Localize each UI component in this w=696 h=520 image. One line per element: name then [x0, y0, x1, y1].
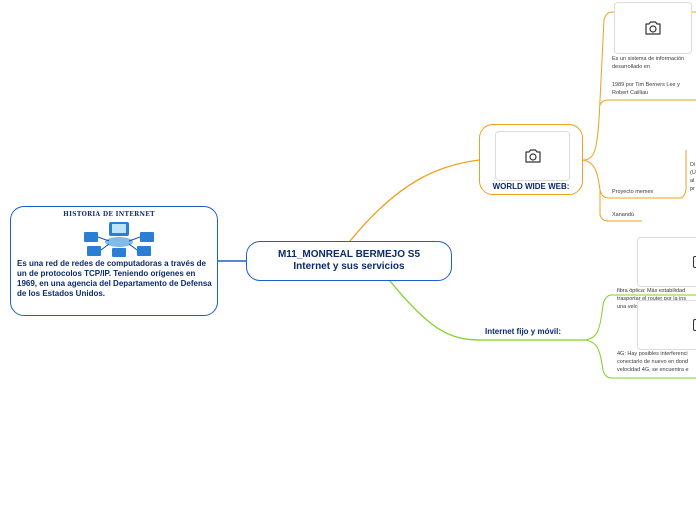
internet-fixed-mobile-label[interactable]: Internet fijo y móvil: [485, 327, 562, 336]
central-title-line1: M11_MONREAL BERMEJO S5 [277, 249, 421, 260]
memex-clipped-line-4: pr [690, 186, 695, 192]
internet-history-node[interactable]: HISTORIA DE INTERNET Es una red de redes… [10, 206, 218, 316]
image-placeholder [637, 300, 696, 350]
www-node[interactable]: WORLD WIDE WEB: [479, 124, 583, 195]
www-item-2: 1989 por Tim Berners Lee y Robert Cailli… [612, 82, 680, 96]
image-placeholder [614, 2, 692, 54]
memex-clipped-line-3: al [690, 178, 695, 184]
fibra-line-2: trasportar el router por la ins [617, 296, 687, 302]
history-description: Es una red de redes de computadoras a tr… [17, 259, 212, 298]
camera-icon [693, 256, 696, 268]
www-item-xanandu: Xanandú [612, 212, 635, 218]
central-topic[interactable]: M11_MONREAL BERMEJO S5 Internet y sus se… [246, 241, 452, 281]
movil-line-3: velocidad 4G, se encuentra e [617, 367, 689, 373]
connector-www-branches [582, 11, 696, 161]
fibra-line-1: fibra óptica: Más estabilidad [617, 288, 686, 294]
connector-www-item2 [599, 99, 696, 106]
network-diagram-image [84, 222, 154, 257]
camera-icon [693, 319, 696, 331]
camera-icon [525, 149, 541, 163]
connector-www [349, 159, 480, 242]
www-label: WORLD WIDE WEB: [492, 182, 570, 191]
movil-line-1: 4G: Hay posibles interferenci [617, 351, 688, 357]
history-image-title: HISTORIA DE INTERNET [63, 211, 155, 218]
connector-internet [389, 280, 481, 341]
camera-icon [645, 21, 661, 35]
central-title-line2: Internet y sus servicios [293, 261, 405, 272]
www-item-memex: Proyecto memex [612, 189, 654, 195]
movil-line-2: conectarlo de nuevo en dond [617, 359, 688, 365]
connector-movil [584, 339, 696, 379]
image-placeholder [495, 131, 570, 181]
connector-fibra [584, 294, 696, 341]
www-item-1: Es un sistema de información desarrollad… [612, 56, 685, 70]
image-placeholder [637, 237, 696, 287]
memex-clipped-line-2: (U [690, 170, 696, 176]
connector-memex-branch [679, 150, 687, 199]
memex-clipped-line-1: Di [690, 162, 696, 168]
connector-www-item4 [599, 190, 642, 222]
